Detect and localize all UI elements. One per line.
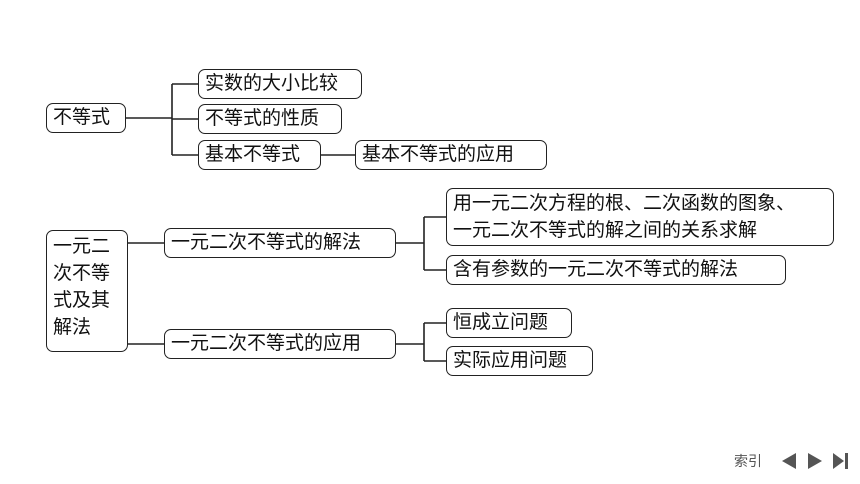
node-solving-method: 一元二次不等式的解法	[164, 228, 396, 258]
node-parametric-inequality: 含有参数的一元二次不等式的解法	[446, 255, 786, 285]
next-triangle-icon[interactable]	[806, 451, 824, 471]
relation-line: 用一元二次方程的根、二次函数的图象、	[453, 192, 796, 214]
prev-triangle-icon[interactable]	[780, 451, 798, 471]
node-basic-inequality: 基本不等式	[198, 140, 321, 170]
root-line: 次不等	[53, 262, 111, 284]
node-inequality-properties: 不等式的性质	[198, 104, 342, 134]
root-node-quadratic-inequality: 一元二 次不等 式及其 解法	[46, 230, 128, 352]
index-link[interactable]: 索引	[734, 454, 762, 470]
relation-line: 一元二次不等式的解之间的关系求解	[453, 219, 758, 241]
node-practical-problem: 实际应用问题	[446, 346, 593, 376]
root-line: 解法	[53, 316, 92, 338]
node-basic-inequality-application: 基本不等式的应用	[355, 140, 547, 170]
last-page-icon[interactable]	[832, 451, 850, 471]
root-line: 式及其	[53, 289, 111, 311]
node-always-true-problem: 恒成立问题	[446, 308, 572, 338]
node-real-number-comparison: 实数的大小比较	[198, 69, 362, 99]
node-quadratic-application: 一元二次不等式的应用	[164, 329, 396, 359]
node-relation-solving: 用一元二次方程的根、二次函数的图象、 一元二次不等式的解之间的关系求解	[446, 188, 834, 246]
root-line: 一元二	[53, 235, 111, 257]
root-node-inequality: 不等式	[46, 103, 126, 133]
footer-nav: 索引	[734, 448, 850, 474]
